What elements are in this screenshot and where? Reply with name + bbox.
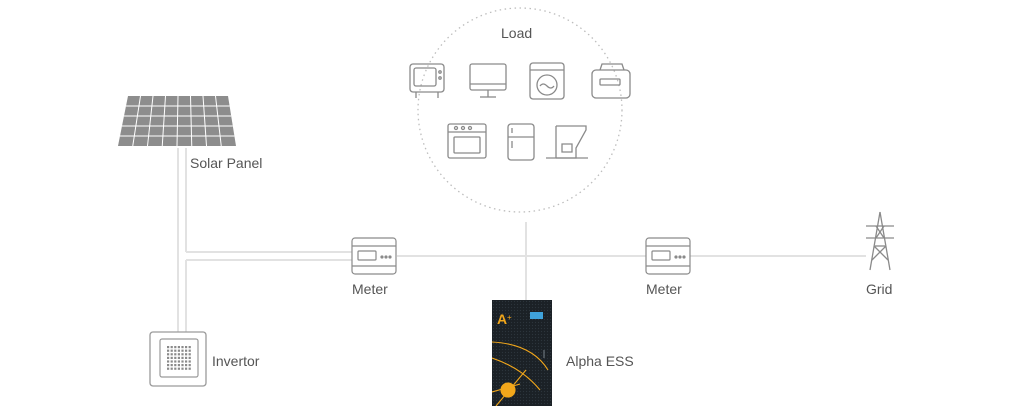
- coffee-machine-icon: [546, 125, 588, 159]
- alpha-ess-cabinet: A +: [492, 300, 552, 406]
- meter-left-icon: [351, 237, 397, 275]
- svg-text:A: A: [497, 311, 507, 327]
- meter-right-label: Meter: [646, 281, 682, 297]
- inverter-icon: [149, 331, 207, 387]
- monitor-icon: [469, 63, 507, 98]
- solar-panel-label: Solar Panel: [190, 155, 263, 171]
- washing-machine-icon: [529, 62, 565, 100]
- svg-text:+: +: [507, 313, 512, 322]
- oven-icon: [447, 123, 487, 159]
- invertor-label: Invertor: [212, 353, 260, 369]
- grid-label: Grid: [866, 281, 893, 297]
- microwave-icon: [591, 63, 631, 99]
- refrigerator-icon: [507, 123, 535, 161]
- tv-icon: [409, 63, 445, 98]
- load-boundary: [417, 7, 623, 213]
- meter-right-icon: [645, 237, 691, 275]
- connection-lines: [177, 148, 866, 332]
- load-label: Load: [501, 25, 533, 41]
- alpha-ess-label: Alpha ESS: [566, 353, 634, 369]
- meter-left-label: Meter: [352, 281, 388, 297]
- solar-panel-icon: [118, 95, 236, 147]
- transmission-tower-icon: [866, 211, 894, 271]
